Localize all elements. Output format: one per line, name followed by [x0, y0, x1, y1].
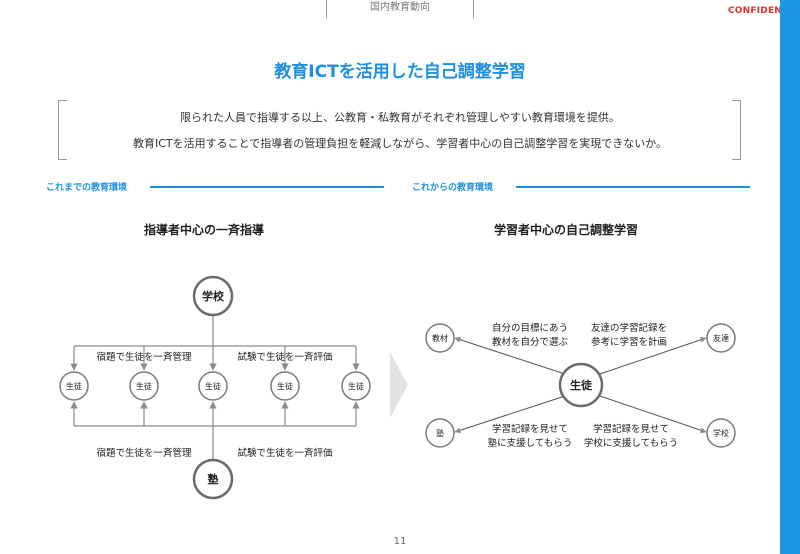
friend-node-label: 友達: [713, 333, 729, 343]
right-section-line: [516, 186, 750, 188]
school-label-right: 試験で生徒を一斉評価: [237, 351, 333, 363]
left-diagram: 学校 塾 生徒 生徒 生徒 生徒 生徒 宿題で生徒を一斉管理 試験で生徒を一斉評…: [59, 275, 371, 500]
juku-label-right: 試験で生徒を一斉評価: [237, 447, 333, 459]
confidential-mark: CONFIDENTIAL: [728, 6, 780, 16]
student-node-2: 生徒: [129, 371, 159, 401]
label-school-2: 学校に支援してもらう: [584, 437, 678, 449]
page-number: 11: [393, 536, 407, 547]
link-juku: [454, 395, 566, 434]
section-tab-label: 国内教育動向: [326, 0, 474, 18]
left-section-heading: これまでの教育環境: [46, 183, 128, 193]
page-title: 教育ICTを活用した自己調整学習: [274, 62, 526, 82]
school-right-node-label: 学校: [713, 428, 729, 438]
juku-right-node: 塾: [425, 418, 455, 448]
label-juku-1: 学習記録を見せて: [492, 423, 568, 435]
left-diagram-title: 指導者中心の一斉指導: [144, 223, 265, 237]
left-section-line: [150, 186, 384, 188]
label-juku-2: 塾に支援してもらう: [488, 437, 573, 449]
intro-bracket-right: [732, 100, 741, 160]
material-node: 教材: [425, 323, 455, 353]
intro-line-1: 限られた人員で指導する以上、公教育・私教育がそれぞれ管理しやすい教育環境を提供。: [180, 111, 620, 124]
student-label: 生徒: [66, 381, 82, 391]
student-node-5: 生徒: [341, 371, 371, 401]
label-friend-2: 参考に学習を計画: [591, 336, 667, 348]
link-friend: [599, 336, 707, 375]
student-node-4: 生徒: [270, 371, 300, 401]
juku-right-node-label: 塾: [436, 428, 444, 438]
label-material-1: 自分の目標にあう: [492, 322, 568, 334]
transition-chevron: [390, 352, 408, 418]
student-label: 生徒: [348, 381, 364, 391]
student-node-3: 生徒: [198, 371, 228, 401]
center-student-node: [558, 362, 604, 408]
link-material: [454, 336, 566, 375]
school-right-node: 学校: [706, 418, 736, 448]
juku-node-label: 塾: [208, 472, 219, 486]
student-label: 生徒: [205, 381, 221, 391]
right-diagram-title: 学習者中心の自己調整学習: [494, 223, 639, 237]
student-label: 生徒: [136, 381, 152, 391]
school-node-label: 学校: [202, 289, 225, 303]
student-node-1: 生徒: [59, 371, 89, 401]
label-friend-1: 友達の学習記録を: [591, 322, 667, 334]
right-diagram: 生徒 教材 友達 塾 学校 自分の目標にあう 教材を自分で選ぶ 友達の学習記録を…: [425, 322, 736, 449]
intro-line-2: 教育ICTを活用することで指導者の管理負担を軽減しながら、学習者中心の自己調整学…: [132, 137, 668, 150]
school-node: [192, 275, 234, 317]
label-material-2: 教材を自分で選ぶ: [492, 336, 569, 348]
school-label-left: 宿題で生徒を一斉管理: [96, 351, 192, 363]
intro-bracket-left: [58, 100, 67, 160]
right-side-bar: [780, 0, 800, 554]
friend-node: 友達: [706, 323, 736, 353]
material-node-label: 教材: [432, 333, 448, 343]
center-student-label: 生徒: [570, 378, 593, 392]
label-school-1: 学習記録を見せて: [593, 423, 669, 435]
right-section-heading: これからの教育環境: [412, 183, 494, 193]
juku-node: [192, 458, 234, 500]
diagram-canvas: 学校 塾 生徒 生徒 生徒 生徒 生徒 宿題で生徒を一斉管理 試験で生徒を一斉評…: [59, 275, 736, 500]
student-label: 生徒: [277, 381, 293, 391]
juku-label-left: 宿題で生徒を一斉管理: [96, 447, 192, 459]
link-school: [599, 395, 707, 434]
